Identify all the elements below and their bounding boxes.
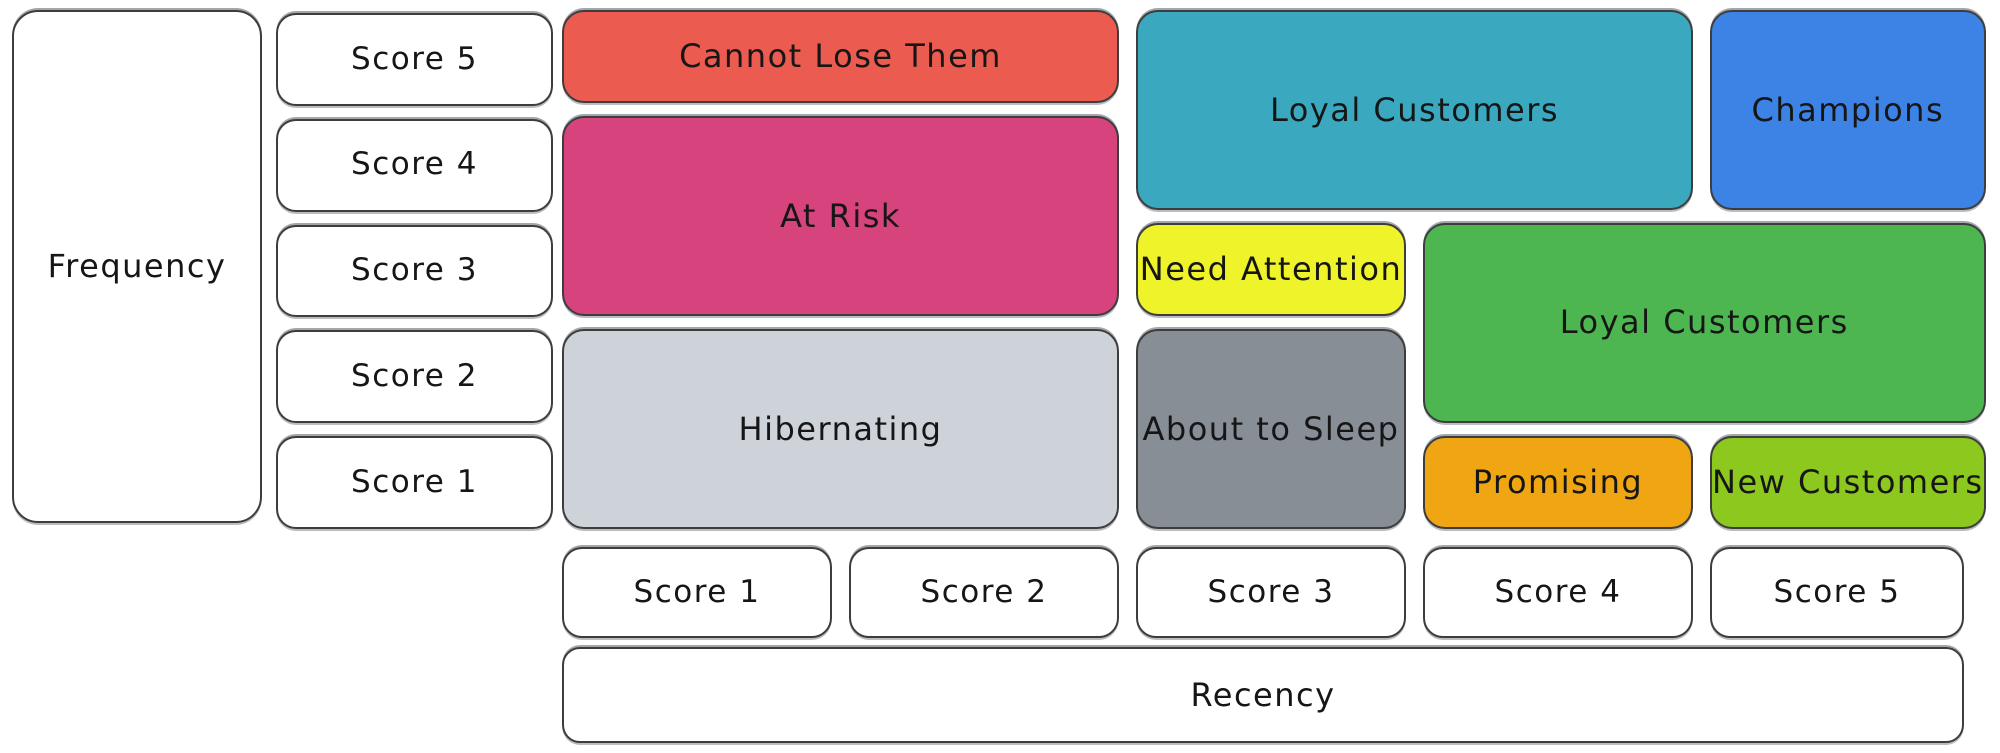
frequency-score-box-score-3: Score 3 — [276, 224, 553, 318]
recency-score-box-score-5: Score 5 — [1710, 547, 1964, 638]
segment-cannot-lose-them: Cannot Lose Them — [562, 10, 1119, 104]
recency-score-box-score-2: Score 2 — [849, 547, 1119, 638]
recency-score-box-score-4: Score 4 — [1423, 547, 1693, 638]
segment-at-risk: At Risk — [562, 116, 1119, 317]
frequency-score-box-score-2: Score 2 — [276, 330, 553, 424]
frequency-score-box-score-5: Score 5 — [276, 13, 553, 106]
frequency-score-box-score-4: Score 4 — [276, 118, 553, 212]
segment-loyal-customers: Loyal Customers — [1136, 10, 1693, 210]
frequency-score-box-score-1: Score 1 — [276, 436, 553, 529]
recency-axis-label: Recency — [1190, 675, 1336, 714]
recency-score-box-score-1: Score 1 — [562, 547, 832, 638]
segment-promising: Promising — [1423, 435, 1693, 529]
segment-hibernating: Hibernating — [562, 329, 1119, 529]
segment-new-customers: New Customers — [1710, 435, 1986, 529]
frequency-axis-label: Frequency — [47, 247, 227, 286]
recency-score-box-score-3: Score 3 — [1136, 547, 1406, 638]
recency-axis-label-box: Recency — [562, 647, 1964, 743]
segment-about-to-sleep: About to Sleep — [1136, 329, 1406, 529]
segment-champions: Champions — [1710, 10, 1986, 210]
frequency-score-column: Score 5 Score 4 Score 3 Score 2 Score 1 — [276, 13, 553, 529]
segment-need-attention: Need Attention — [1136, 222, 1406, 317]
frequency-axis-label-box: Frequency — [12, 10, 262, 523]
segment-loyal-customers: Loyal Customers — [1423, 222, 1986, 423]
